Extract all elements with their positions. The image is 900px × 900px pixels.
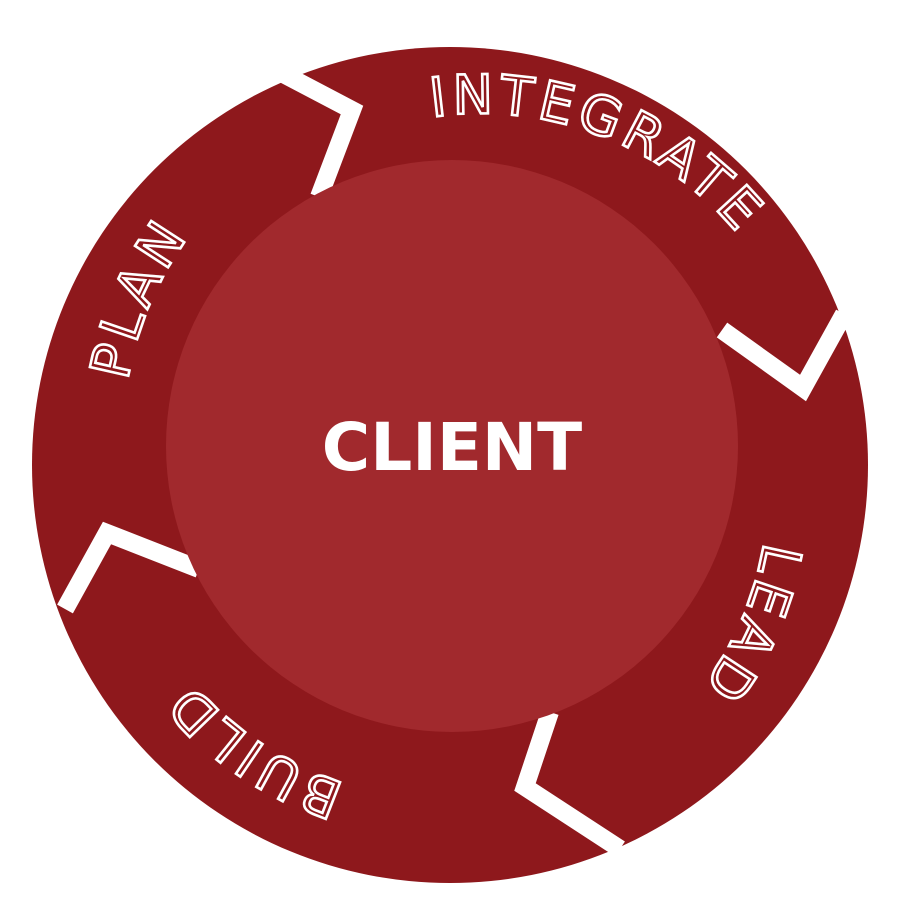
separator-left-bottom: [57, 521, 203, 614]
center-label: CLIENT: [322, 409, 582, 486]
separator-bottom-right: [514, 709, 625, 857]
segment-separators: [57, 60, 852, 857]
separator-top-left: [267, 60, 364, 201]
separator-right-top: [716, 309, 852, 402]
center-circle: [166, 160, 738, 732]
